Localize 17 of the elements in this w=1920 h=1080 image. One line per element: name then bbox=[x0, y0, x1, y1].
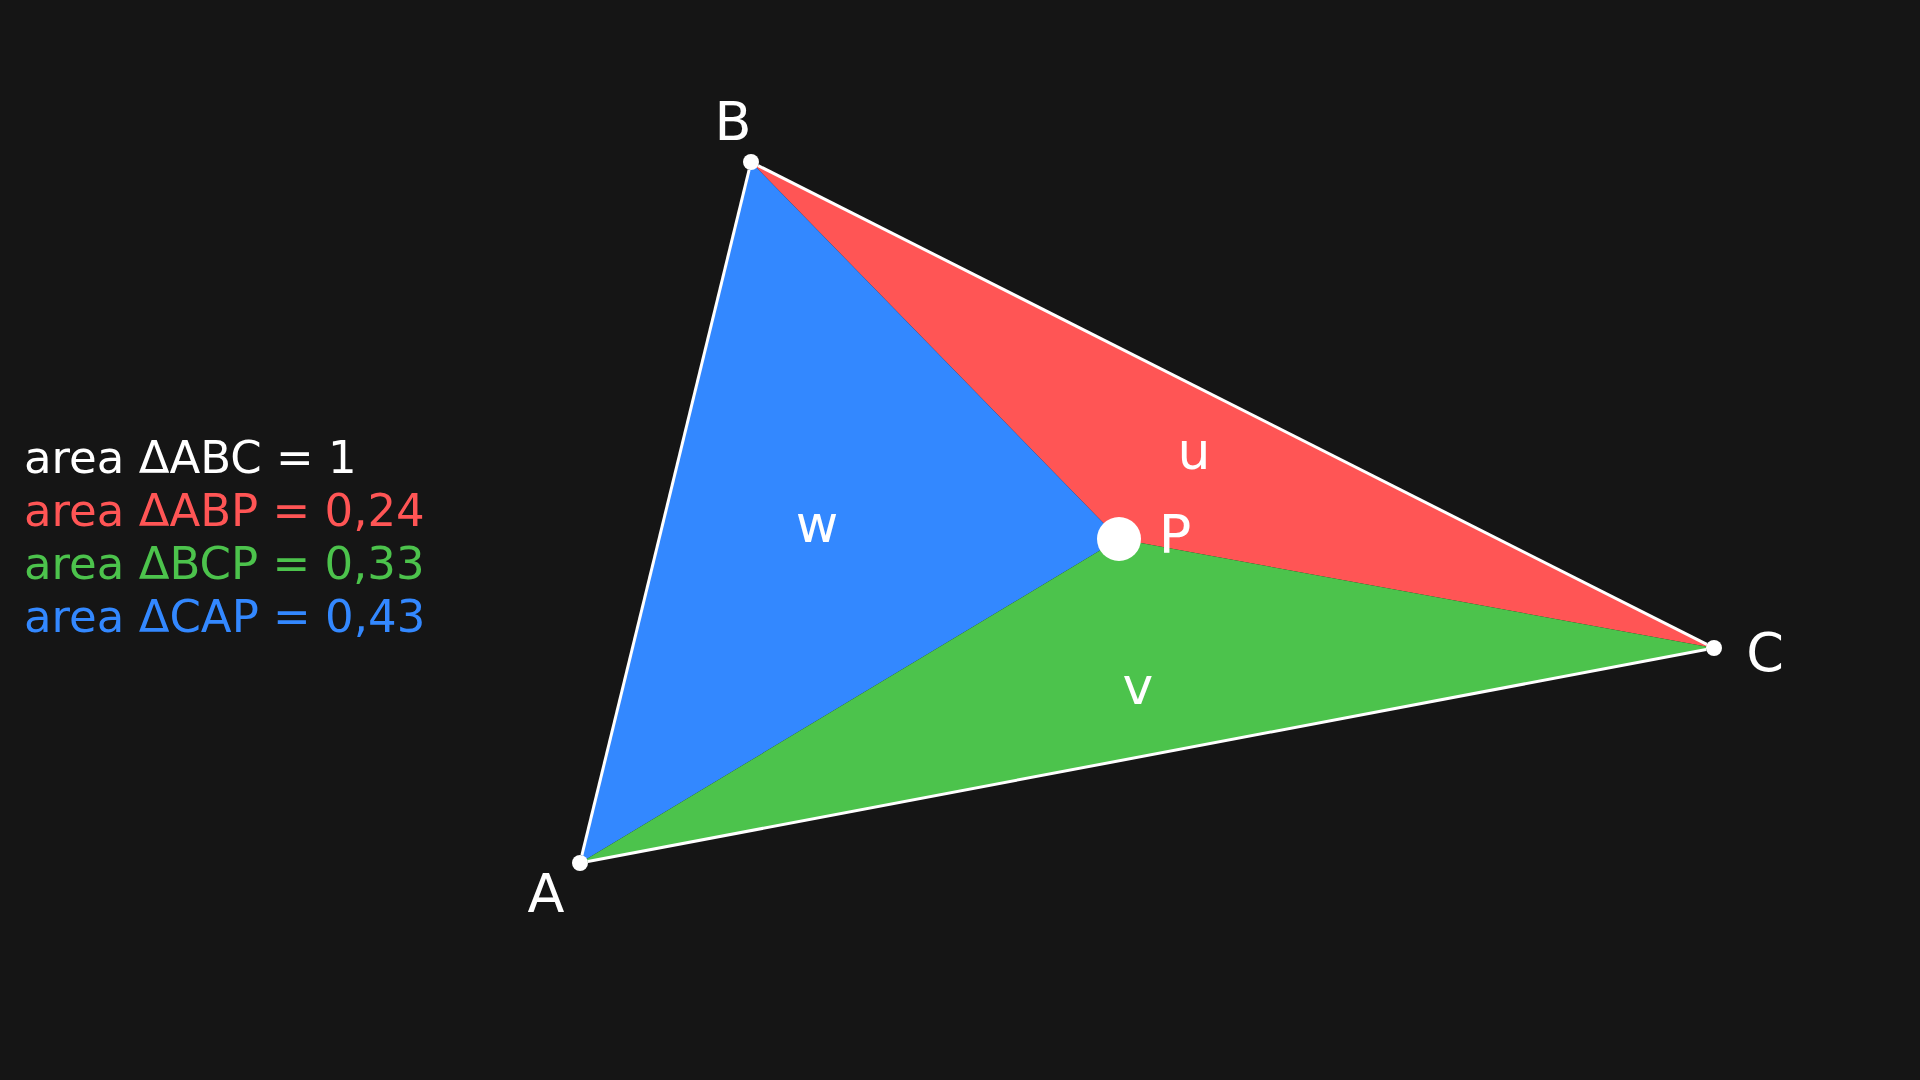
vertex-label: C bbox=[1746, 626, 1784, 680]
area-equation: area ΔCAP = 0,43 bbox=[24, 592, 426, 642]
triangle-side bbox=[587, 648, 1707, 863]
vertex-dot bbox=[1706, 640, 1722, 656]
vertex-dot bbox=[572, 855, 588, 871]
vertex-label: A bbox=[527, 867, 565, 921]
vertex-dot bbox=[743, 154, 759, 170]
area-equation: area ΔABP = 0,24 bbox=[24, 486, 425, 536]
vertex-label: P bbox=[1158, 508, 1192, 562]
area-equation: area ΔABC = 1 bbox=[24, 433, 357, 483]
vertex-label: B bbox=[714, 95, 752, 149]
region-label: v bbox=[1122, 660, 1154, 712]
triangle-side bbox=[757, 164, 1708, 646]
region-label: w bbox=[795, 498, 839, 550]
area-equation: area ΔBCP = 0,33 bbox=[24, 539, 425, 589]
region-label: u bbox=[1177, 425, 1211, 477]
triangle-side bbox=[580, 169, 751, 856]
